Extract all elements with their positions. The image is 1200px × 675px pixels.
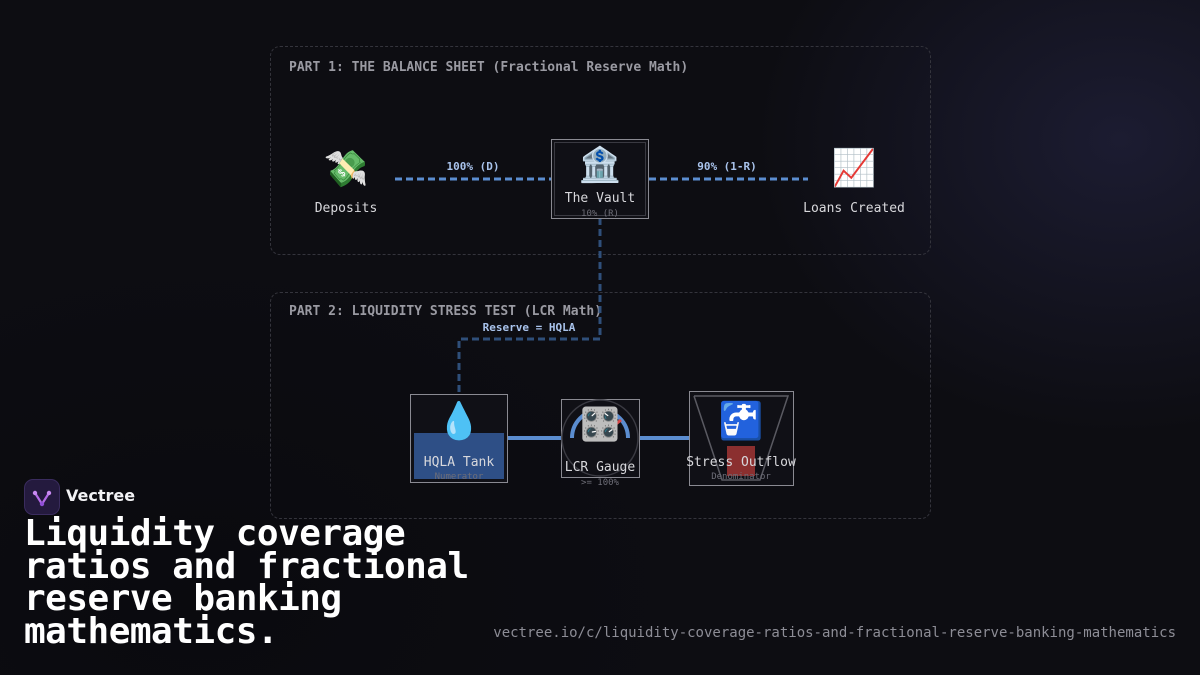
gauge-ring	[561, 399, 639, 477]
gauge-needle	[610, 418, 622, 430]
part2-title: PART 2: LIQUIDITY STRESS TEST (LCR Math)	[289, 304, 603, 319]
reserve-hqla-label: Reserve = HQLA	[482, 321, 576, 334]
hqla-sublabel: Numerator	[434, 472, 484, 482]
edge-label-deposits-vault: 100% (D)	[446, 160, 500, 173]
page-headline: Liquidity coverage ratios and fractional…	[24, 513, 469, 652]
chart-increasing-icon: 📈	[831, 148, 877, 189]
gauge-sublabel: >= 100%	[581, 478, 619, 488]
vectree-logo-icon	[24, 479, 60, 515]
edge-label-vault-loans: 90% (1-R)	[697, 160, 757, 173]
deposits-label: Deposits	[314, 201, 378, 216]
reserve-hqla-link-line	[457, 218, 602, 394]
vault-sublabel: 10% (R)	[581, 209, 619, 219]
money-with-wings-icon: 💸	[323, 149, 369, 190]
faucet-icon: 🚰	[718, 401, 764, 442]
part2-panel	[270, 292, 931, 519]
loans-label: Loans Created	[803, 201, 905, 216]
page-url-link[interactable]: vectree.io/c/liquidity-coverage-ratios-a…	[493, 625, 1176, 641]
outflow-label: Stress Outflow	[686, 455, 796, 470]
vault-label: The Vault	[564, 191, 636, 206]
droplet-icon: 💧	[436, 401, 482, 442]
outflow-fill	[727, 446, 755, 476]
hqla-label: HQLA Tank	[423, 455, 495, 470]
brand-name: Vectree	[66, 486, 136, 505]
gauge-arc	[570, 408, 630, 439]
bank-icon: 🏦	[578, 145, 622, 185]
gauge-label: LCR Gauge	[564, 460, 636, 475]
control-knobs-icon: 🎛️	[580, 405, 620, 443]
hqla-water-fill	[414, 433, 504, 479]
outflow-sublabel: Denominator	[711, 472, 771, 482]
funnel-outline	[693, 395, 790, 481]
vault-node	[551, 139, 649, 219]
part1-title: PART 1: THE BALANCE SHEET (Fractional Re…	[289, 60, 689, 75]
